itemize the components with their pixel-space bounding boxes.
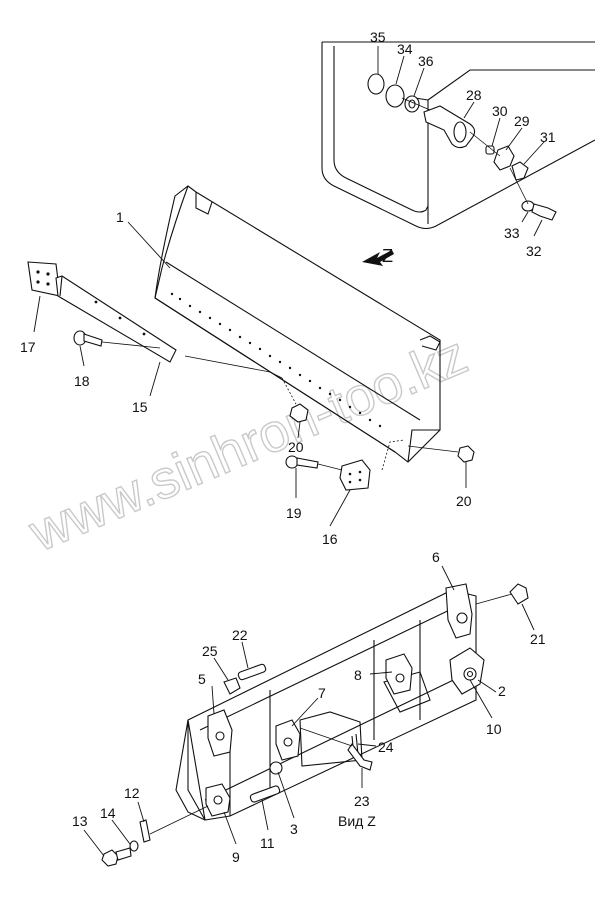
callout-22: 22 bbox=[232, 627, 248, 643]
callout-28: 28 bbox=[466, 87, 482, 103]
part-30-plug bbox=[485, 145, 495, 155]
callout-1: 1 bbox=[116, 209, 124, 225]
side-plates bbox=[27, 261, 177, 363]
callout-10: 10 bbox=[486, 721, 502, 737]
callout-18: 18 bbox=[74, 373, 90, 389]
callouts: 35 34 36 28 30 29 31 33 32 1 17 18 15 20… bbox=[20, 29, 556, 865]
direction-label: Z bbox=[382, 246, 393, 266]
callout-31: 31 bbox=[540, 129, 556, 145]
part-14-washer bbox=[129, 840, 139, 852]
part-17-bracket bbox=[27, 261, 61, 297]
part-29-fitting bbox=[493, 145, 515, 171]
part-12-plate bbox=[139, 819, 151, 843]
part-31-bolt bbox=[511, 161, 529, 181]
blade-holes bbox=[170, 292, 382, 428]
part-20-nut-right bbox=[457, 445, 475, 463]
callout-14: 14 bbox=[100, 805, 116, 821]
callout-19: 19 bbox=[286, 505, 302, 521]
view-direction-arrow: Z bbox=[362, 246, 394, 266]
part-13-bolt bbox=[101, 847, 132, 867]
part-32-bolt bbox=[531, 203, 557, 221]
part-6-bracket bbox=[445, 583, 473, 639]
part-22-pin bbox=[237, 663, 267, 681]
callout-9: 9 bbox=[232, 849, 240, 865]
callout-33: 33 bbox=[504, 225, 520, 241]
callout-32: 32 bbox=[526, 243, 542, 259]
part-11-pin bbox=[249, 785, 281, 803]
callout-5: 5 bbox=[198, 671, 206, 687]
part-36-ring bbox=[404, 95, 420, 113]
callout-17: 17 bbox=[20, 339, 36, 355]
callout-20-upper: 20 bbox=[288, 439, 304, 455]
watermark: www.sinhron-too.kz bbox=[20, 325, 475, 564]
callout-23: 23 bbox=[354, 793, 370, 809]
blade-assembly bbox=[154, 185, 441, 471]
part-21-grease-nipple bbox=[475, 583, 529, 605]
callout-12: 12 bbox=[124, 785, 140, 801]
callout-13: 13 bbox=[72, 813, 88, 829]
part-3-boss bbox=[269, 761, 283, 775]
callout-15: 15 bbox=[132, 399, 148, 415]
part-34-seal bbox=[385, 84, 405, 108]
edge-hardware bbox=[285, 403, 475, 491]
leader-lines bbox=[33, 46, 545, 857]
frame-view-z bbox=[101, 583, 529, 867]
callout-16: 16 bbox=[322, 531, 338, 547]
part-16-bracket bbox=[339, 459, 371, 491]
callout-29: 29 bbox=[514, 113, 530, 129]
part-18-bolt bbox=[73, 330, 161, 349]
part-5-bracket bbox=[207, 709, 233, 757]
part-28-valve bbox=[423, 105, 476, 149]
callout-3: 3 bbox=[290, 821, 298, 837]
callout-6: 6 bbox=[432, 549, 440, 565]
part-25-fitting bbox=[223, 677, 241, 695]
housing-assembly bbox=[321, 41, 595, 230]
callout-2: 2 bbox=[498, 683, 506, 699]
part-9-pivot bbox=[205, 783, 231, 817]
callout-30: 30 bbox=[492, 103, 508, 119]
callout-36: 36 bbox=[418, 53, 434, 69]
callout-34: 34 bbox=[397, 41, 413, 57]
callout-35: 35 bbox=[370, 29, 386, 45]
part-35-bushing bbox=[367, 73, 385, 95]
callout-20-right: 20 bbox=[456, 493, 472, 509]
callout-25: 25 bbox=[202, 643, 218, 659]
fitting-chain bbox=[367, 73, 557, 221]
part-20-nut-upper bbox=[289, 403, 309, 423]
part-23-bolt bbox=[299, 727, 373, 771]
part-2-hinge bbox=[449, 647, 485, 695]
view-label: Вид Z bbox=[338, 813, 376, 829]
callout-11: 11 bbox=[260, 835, 275, 851]
callout-7: 7 bbox=[318, 685, 326, 701]
part-7-pivot bbox=[275, 719, 301, 761]
part-19-bolt bbox=[285, 455, 319, 469]
callout-21: 21 bbox=[530, 631, 546, 647]
callout-24: 24 bbox=[378, 739, 394, 755]
part-15-plate bbox=[55, 275, 177, 363]
callout-8: 8 bbox=[354, 667, 362, 683]
